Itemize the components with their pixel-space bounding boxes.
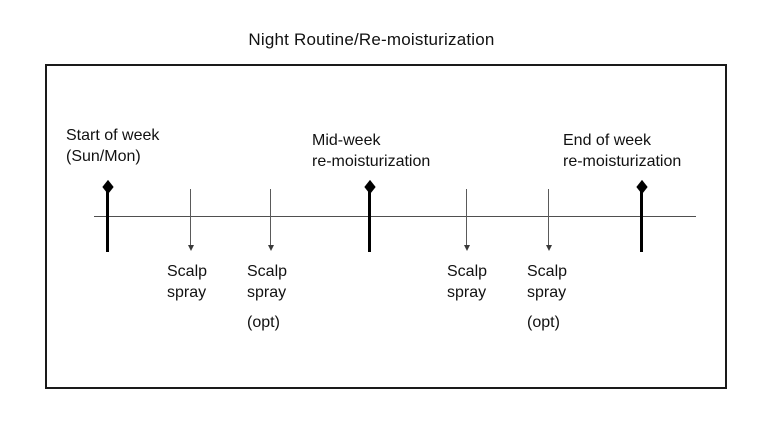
- event-label-line: spray: [447, 284, 487, 301]
- event-label-line: Scalp: [527, 263, 568, 280]
- event-label-line: spray: [167, 284, 207, 301]
- milestone-label-line: re-moisturization: [563, 153, 682, 170]
- milestone-label-start-of-week: Start of week (Sun/Mon): [66, 125, 159, 167]
- event-label-scalp-spray-1: Scalp spray: [167, 261, 207, 303]
- event-label-scalp-spray-2: Scalp spray (opt): [247, 261, 287, 333]
- event-label-line: spray: [247, 284, 287, 301]
- milestone-marker-start-of-week: [101, 179, 114, 252]
- event-label-line: Scalp: [247, 263, 288, 280]
- event-label-line: Scalp: [167, 263, 208, 280]
- event-arrow-3: [463, 189, 470, 251]
- event-label-opt-note: (opt): [527, 314, 560, 331]
- milestone-marker-mid-week: [363, 179, 376, 252]
- diagram-frame: [45, 64, 727, 389]
- event-label-opt-note: (opt): [247, 314, 280, 331]
- milestone-label-line: Mid-week: [312, 132, 381, 149]
- event-label-line: Scalp: [447, 263, 488, 280]
- event-label-line: spray: [527, 284, 567, 301]
- event-label-scalp-spray-4: Scalp spray (opt): [527, 261, 567, 333]
- milestone-marker-end-of-week: [635, 179, 648, 252]
- milestone-label-line: re-moisturization: [312, 153, 431, 170]
- milestone-label-line: Start of week: [66, 127, 160, 144]
- arrow-down-icon: [187, 245, 194, 251]
- event-arrow-4: [545, 189, 552, 251]
- milestone-label-line: (Sun/Mon): [66, 148, 141, 165]
- milestone-label-end-of-week: End of week re-moisturization: [563, 130, 681, 172]
- arrow-down-icon: [267, 245, 274, 251]
- diagram-title: Night Routine/Re-moisturization: [248, 30, 495, 49]
- event-arrow-2: [267, 189, 274, 251]
- event-arrow-1: [187, 189, 194, 251]
- milestone-label-mid-week: Mid-week re-moisturization: [312, 130, 430, 172]
- event-label-scalp-spray-3: Scalp spray: [447, 261, 487, 303]
- milestone-label-line: End of week: [563, 132, 652, 149]
- arrow-down-icon: [545, 245, 552, 251]
- timeline-axis: [94, 216, 696, 217]
- arrow-down-icon: [463, 245, 470, 251]
